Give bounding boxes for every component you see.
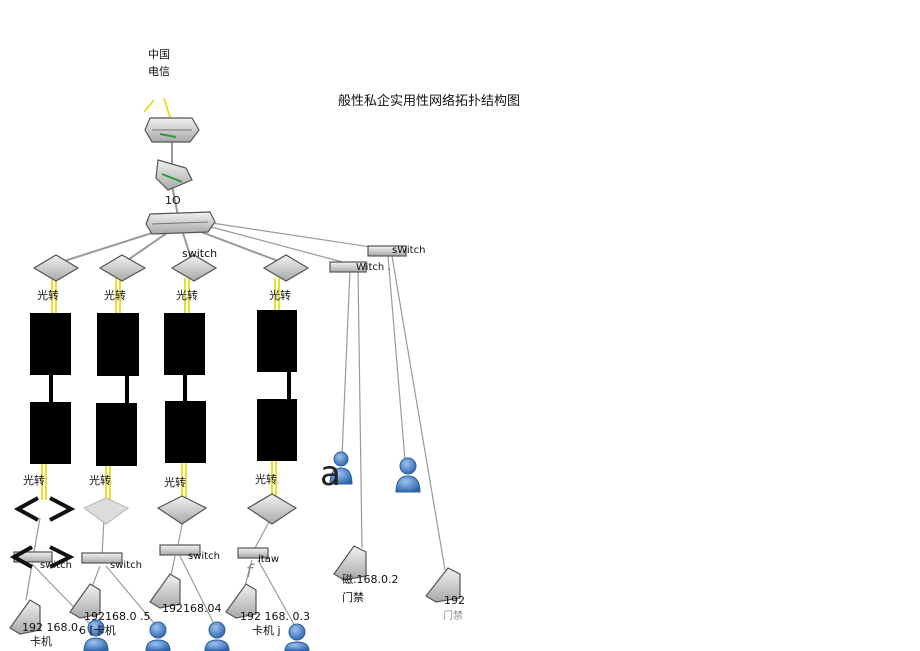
fiber-blocks (30, 310, 297, 466)
switch-label: Witch . (356, 262, 391, 273)
converter-label: 光转 (255, 473, 277, 486)
switch-icon (262, 254, 310, 282)
switch-label: switch (182, 247, 218, 260)
bracket-glyphs (9, 496, 76, 569)
converter-icon (82, 497, 130, 525)
router-icon[interactable] (144, 117, 200, 143)
device-name: 卡机 j (252, 624, 281, 637)
switch-icon (81, 552, 123, 564)
device-ip: 192168.0 .5 (84, 610, 151, 623)
terminal-devices[interactable] (9, 545, 461, 635)
isp-label-line1: 中国 (148, 48, 170, 61)
card-machine-icon (69, 583, 101, 619)
bottom-converters[interactable] (13, 493, 298, 564)
user-icon (329, 451, 353, 485)
device-ip: 192 (444, 594, 465, 607)
switch-icon (329, 261, 367, 273)
switch-icon (32, 254, 80, 282)
converter-label: 光转 (37, 289, 59, 302)
converter-label: 光转 (89, 474, 111, 487)
fiber-links (41, 278, 280, 502)
fiber-block (97, 313, 139, 376)
device-name: 卡机 (30, 635, 52, 648)
fiber-block (165, 401, 206, 463)
switch-icon (159, 544, 201, 556)
switch-icon (98, 254, 147, 282)
device-name: 门禁 (342, 591, 364, 604)
switch-label: sWitch (392, 245, 426, 256)
user-icon (284, 623, 310, 651)
converter-label: 光转 (164, 476, 186, 489)
door-access-icon (425, 567, 461, 603)
stray-glyph-f: f (246, 561, 253, 582)
converter-label: 光转 (23, 474, 45, 487)
firewall-icon[interactable] (155, 159, 193, 191)
diagram-title: 般性私企实用性网络拓扑结构图 (338, 94, 521, 109)
stray-glyph-a: a (320, 454, 341, 494)
device-ip: 192168.04 (162, 602, 222, 615)
switch-icon (367, 245, 407, 257)
converter-label: 光转 (269, 289, 291, 302)
device-ip: 192 168.0. (22, 621, 82, 634)
door-access-icon (333, 545, 367, 581)
device-ip: 磁.168.0.2 (342, 573, 399, 586)
fiber-block (96, 403, 137, 466)
users[interactable] (83, 451, 421, 651)
switch-icon (237, 547, 269, 559)
fiber-block (257, 399, 297, 461)
user-icon (395, 457, 421, 493)
switch-label: switch (40, 560, 72, 571)
switch-label: ltaw (258, 554, 280, 565)
device-ip: 192 168. 0.3 (240, 610, 310, 623)
converter-label: 光转 (104, 289, 126, 302)
distribution-switches[interactable] (32, 245, 407, 282)
device-name: 6 [卡机 (79, 624, 116, 637)
card-machine-icon (149, 573, 181, 609)
device-name: 门禁 (443, 611, 463, 622)
fiber-block (257, 310, 297, 372)
converter-icon (246, 493, 298, 525)
card-machine-icon (9, 599, 41, 635)
user-icon (83, 619, 109, 651)
user-icon (145, 621, 171, 651)
fiber-block (30, 313, 71, 375)
converter-label: 光转 (176, 289, 198, 302)
fiber-block (30, 402, 71, 464)
fiber-block (164, 313, 205, 375)
switch-label: switch (110, 560, 142, 571)
card-machine-icon (225, 583, 257, 619)
isp-label-line2: 电信 (148, 65, 170, 78)
switch-label: switch (188, 551, 220, 562)
user-icon (204, 621, 230, 651)
switch-icon (170, 254, 218, 282)
converter-icon (156, 495, 208, 525)
core-label: 1O (165, 194, 181, 207)
core-switch-icon[interactable] (145, 211, 216, 235)
